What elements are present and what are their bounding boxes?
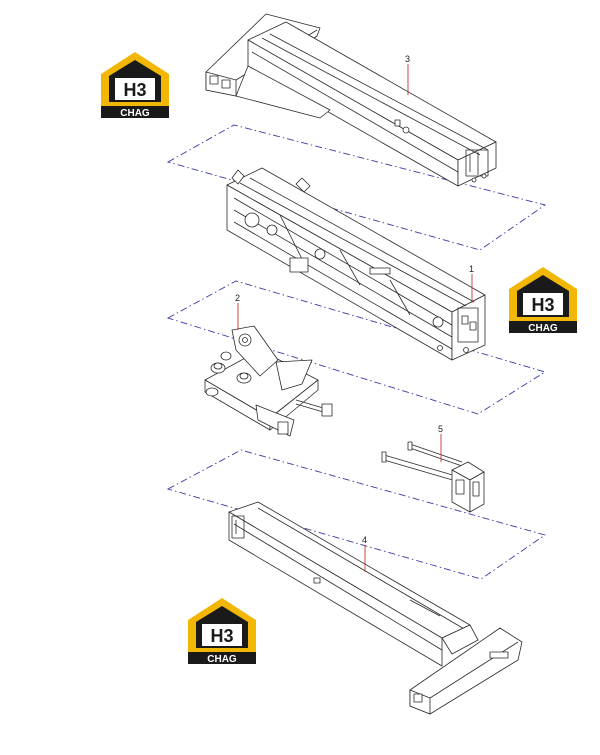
callout-numbers: 3 1 2 5 4 bbox=[235, 54, 474, 545]
callout-part-4: 4 bbox=[362, 535, 367, 545]
logo-caption: CHAG bbox=[207, 654, 237, 665]
logo-caption: CHAG bbox=[120, 108, 150, 119]
logo-caption: CHAG bbox=[528, 323, 558, 334]
part-3-upper-beam bbox=[205, 13, 497, 187]
logo-mark: H3 bbox=[210, 626, 233, 646]
watermark-logo-bottom: H3 CHAG bbox=[188, 598, 256, 665]
assembly-plane-middle bbox=[166, 280, 547, 415]
part-2-carriage-assembly bbox=[204, 325, 333, 437]
callout-part-3: 3 bbox=[405, 54, 410, 64]
assembly-plane-top bbox=[166, 124, 547, 251]
assembly-plane-bottom bbox=[166, 449, 547, 580]
leader-lines bbox=[237, 64, 473, 572]
callout-part-5: 5 bbox=[438, 424, 443, 434]
callout-part-2: 2 bbox=[235, 293, 240, 303]
part-1-chassis-frame bbox=[226, 167, 486, 361]
watermark-logo-right: H3 CHAG bbox=[509, 267, 577, 334]
callout-part-1: 1 bbox=[469, 264, 474, 274]
logo-mark: H3 bbox=[123, 80, 146, 100]
logo-mark: H3 bbox=[531, 295, 554, 315]
part-4-lower-beam bbox=[228, 501, 523, 715]
watermark-logo-top-left: H3 CHAG bbox=[101, 52, 169, 119]
part-5-small-bracket bbox=[381, 441, 485, 513]
